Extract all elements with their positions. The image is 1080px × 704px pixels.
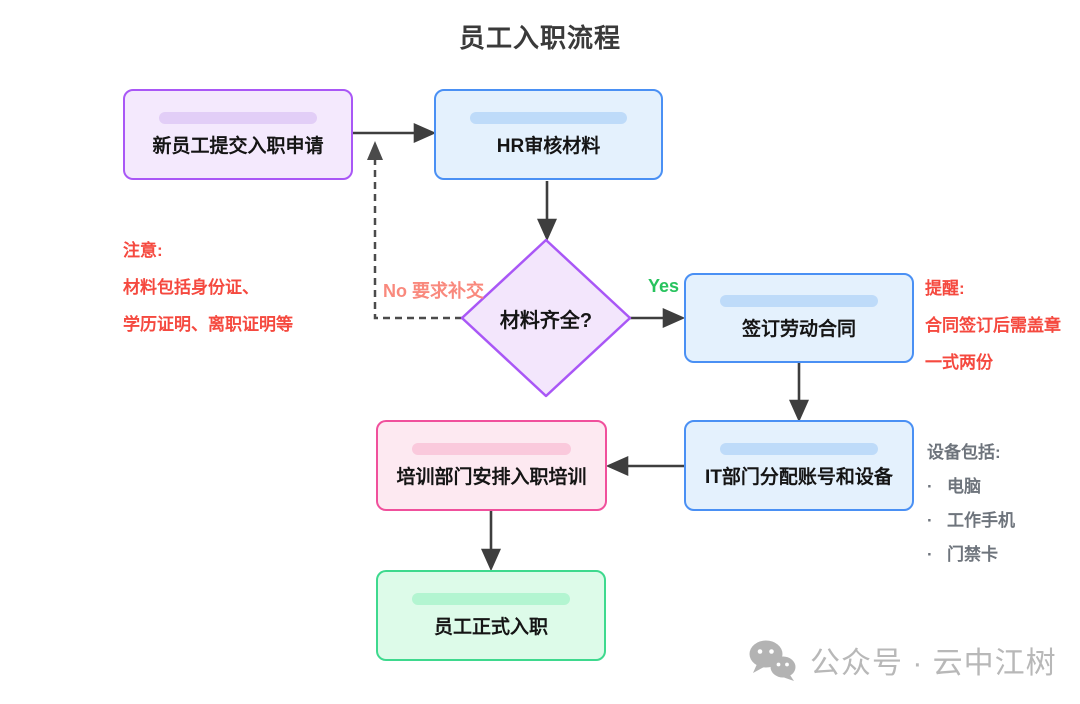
- node-highlight-pill: [412, 442, 571, 455]
- note-contract-line: 合同签订后需盖章: [925, 316, 1061, 335]
- decision-diamond-shape: [460, 238, 632, 398]
- node-hr-review: HR审核材料: [434, 89, 663, 180]
- node-label: HR审核材料: [496, 135, 601, 157]
- wechat-icon: [749, 640, 796, 681]
- note-contract-line: 一式两份: [925, 353, 993, 372]
- note-contract: 提醒: 合同签订后需盖章 一式两份: [925, 270, 1061, 381]
- node-label: IT部门分配账号和设备: [705, 466, 893, 488]
- bullet-icon: ·: [927, 545, 933, 564]
- arrowhead-contract-to-it: [788, 399, 810, 423]
- note-materials: 注意: 材料包括身份证、 学历证明、离职证明等: [123, 232, 293, 343]
- note-equipment-item: · 门禁卡: [927, 538, 1015, 572]
- node-label: 员工正式入职: [433, 616, 548, 638]
- arrowhead-submit-to-hr: [413, 122, 437, 144]
- node-label: 新员工提交入职申请: [152, 135, 324, 157]
- note-materials-title: 注意:: [123, 241, 163, 260]
- note-materials-line: 学历证明、离职证明等: [123, 315, 293, 334]
- edge-label-yes: Yes: [648, 276, 680, 296]
- node-highlight-pill: [158, 111, 318, 124]
- note-equipment-item: · 工作手机: [927, 504, 1015, 538]
- node-highlight-pill: [719, 442, 879, 455]
- node-highlight-pill: [411, 592, 571, 605]
- arrowhead-hr-to-decision: [536, 218, 558, 242]
- edge-label-no: No 要求补交: [383, 281, 484, 301]
- node-highlight-pill: [469, 111, 628, 124]
- arrowhead-training-to-onboard: [480, 548, 502, 572]
- note-equipment-item-label: 电脑: [947, 477, 981, 496]
- note-equipment-item-label: 门禁卡: [947, 545, 998, 564]
- bullet-icon: ·: [927, 477, 933, 496]
- node-it-assign: IT部门分配账号和设备: [684, 420, 914, 511]
- node-label: 签订劳动合同: [741, 319, 856, 340]
- node-onboard: 员工正式入职: [376, 570, 606, 661]
- note-equipment-title: 设备包括:: [927, 443, 1001, 462]
- arrowhead-it-to-training: [605, 455, 629, 477]
- watermark: 公众号 · 云中江树: [748, 638, 1057, 682]
- node-label: 培训部门安排入职培训: [396, 466, 587, 488]
- node-sign-contract: 签订劳动合同: [684, 273, 914, 363]
- note-equipment-item-label: 工作手机: [947, 511, 1015, 530]
- arrowhead-no-loop: [367, 141, 383, 160]
- node-training: 培训部门安排入职培训: [376, 420, 607, 511]
- note-materials-line: 材料包括身份证、: [123, 278, 259, 297]
- bullet-icon: ·: [927, 511, 933, 530]
- diagram-title: 员工入职流程: [458, 23, 621, 53]
- dashed-arrow-no-loop: [373, 158, 462, 320]
- arrowhead-decision-to-contract: [662, 307, 686, 329]
- watermark-text: 公众号 · 云中江树: [810, 647, 1057, 680]
- decision-diamond-label: 材料齐全?: [499, 309, 593, 332]
- note-contract-title: 提醒:: [925, 279, 965, 298]
- note-equipment: 设备包括: · 电脑 · 工作手机 · 门禁卡: [927, 436, 1015, 572]
- node-highlight-pill: [719, 295, 879, 307]
- note-equipment-item: · 电脑: [927, 470, 1015, 504]
- node-submit-application: 新员工提交入职申请: [123, 89, 353, 180]
